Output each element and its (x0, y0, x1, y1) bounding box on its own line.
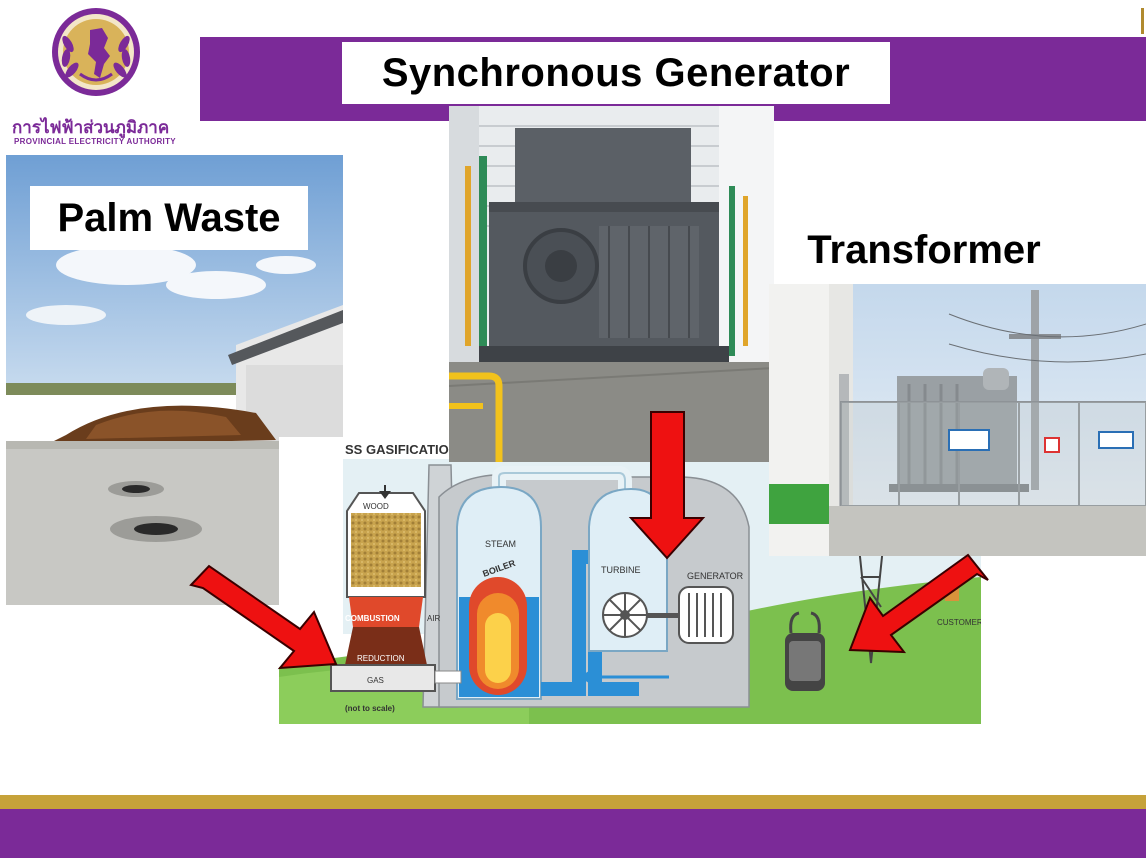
slide-title: Synchronous Generator (342, 42, 890, 104)
customer-label: CUSTOMER (937, 618, 981, 627)
combustion-label: COMBUSTION (345, 614, 400, 623)
steam-label: STEAM (485, 539, 516, 549)
transformer-caption: Transformer (807, 227, 1041, 272)
not-to-scale-label: (not to scale) (345, 704, 395, 713)
gas-label: GAS (367, 676, 384, 685)
pea-logo (10, 4, 178, 150)
wood-label: WOOD (363, 502, 389, 511)
air-label: AIR (427, 614, 441, 623)
synchronous-generator-photo (449, 106, 774, 462)
pea-seal-icon (52, 8, 140, 96)
transformer-photo (769, 284, 1146, 556)
diagram-header: SS GASIFICATION (345, 442, 458, 457)
footer-gold-stripe (0, 795, 1146, 809)
turbine-label: TURBINE (601, 565, 641, 575)
palm-waste-caption: Palm Waste (30, 186, 308, 250)
reduction-label: REDUCTION (357, 654, 405, 663)
logo-english-name: PROVINCIAL ELECTRICITY AUTHORITY (14, 137, 176, 146)
generator-label: GENERATOR (687, 571, 744, 581)
logo-thai-name: การไฟฟ้าส่วนภูมิภาค (12, 118, 170, 138)
corner-mark (1141, 8, 1144, 34)
footer-purple-band (0, 809, 1146, 858)
